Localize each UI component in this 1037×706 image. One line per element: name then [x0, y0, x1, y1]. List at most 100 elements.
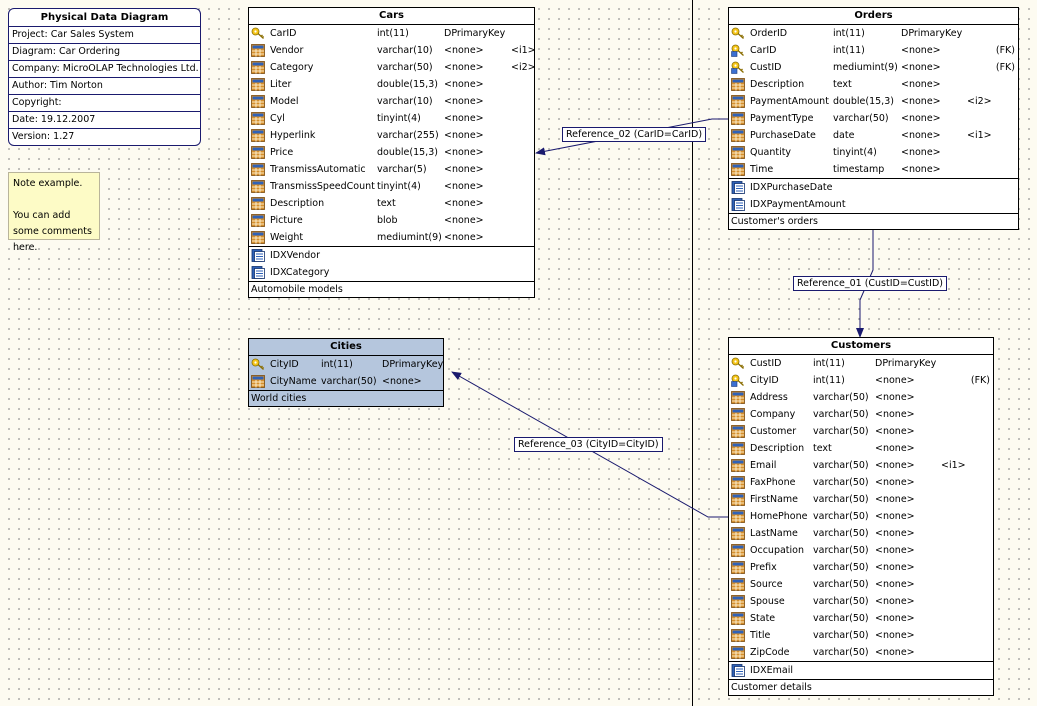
note-box[interactable]: Note example. You can add some comments … — [8, 172, 100, 253]
column-name: Prefix — [750, 562, 777, 573]
index-marker: <i1> — [941, 460, 966, 471]
column-name: CityID — [270, 359, 299, 370]
column-name: OrderID — [750, 28, 788, 39]
column-default: <none> — [875, 528, 915, 539]
reference-01-label[interactable]: Reference_01 (CustID=CustID) — [793, 276, 947, 291]
column-type: varchar(50) — [813, 392, 869, 403]
entity-title: Cars — [249, 8, 534, 25]
column-name: Liter — [270, 79, 292, 90]
column-default: <none> — [875, 562, 915, 573]
entity-title: Orders — [729, 8, 1018, 25]
index-row[interactable]: IDXVendor — [249, 246, 534, 264]
column-type: int(11) — [321, 359, 353, 370]
reference-02-label[interactable]: Reference_02 (CarID=CarID) — [562, 127, 707, 142]
column-type: varchar(50) — [813, 596, 869, 607]
reference-03-line — [451, 371, 728, 518]
column-type: tinyint(4) — [377, 113, 421, 124]
column-name: Model — [270, 96, 299, 107]
index-marker: <i2> — [967, 96, 992, 107]
column-default: <none> — [444, 96, 484, 107]
column-name: Description — [270, 198, 325, 209]
column-row[interactable]: Prefix varchar(50) <none> — [729, 559, 993, 576]
column-type: int(11) — [377, 28, 409, 39]
index-name: IDXVendor — [270, 250, 321, 261]
column-name: FirstName — [750, 494, 799, 505]
column-name: PaymentType — [750, 113, 814, 124]
column-type: varchar(50) — [813, 528, 869, 539]
column-default: <none> — [901, 147, 941, 158]
column-default: <none> — [875, 647, 915, 658]
column-default: <none> — [875, 511, 915, 522]
column-default: <none> — [875, 426, 915, 437]
index-row[interactable]: IDXPurchaseDate — [729, 178, 1018, 196]
info-diagram: Diagram: Car Ordering — [9, 44, 200, 61]
index-name: IDXPurchaseDate — [750, 182, 833, 193]
column-type: varchar(50) — [813, 562, 869, 573]
column-name: CustID — [750, 358, 782, 369]
diagram-info-box[interactable]: Physical Data Diagram Project: Car Sales… — [8, 8, 201, 146]
column-default: <none> — [901, 79, 941, 90]
index-name: IDXEmail — [750, 665, 793, 676]
column-default: <none> — [901, 62, 941, 73]
column-name: CustID — [750, 62, 782, 73]
column-type: varchar(50) — [833, 113, 889, 124]
column-type: text — [833, 79, 852, 90]
column-default: <none> — [875, 494, 915, 505]
column-type: int(11) — [813, 375, 845, 386]
index-row[interactable]: IDXPaymentAmount — [729, 196, 1018, 213]
index-row[interactable]: IDXCategory — [249, 264, 534, 281]
column-type: varchar(50) — [813, 545, 869, 556]
column-default: <none> — [875, 443, 915, 454]
column-name: State — [750, 613, 776, 624]
column-type: varchar(50) — [813, 511, 869, 522]
reference-03-label[interactable]: Reference_03 (CityID=CityID) — [514, 437, 663, 452]
index-row[interactable]: IDXEmail — [729, 661, 993, 679]
